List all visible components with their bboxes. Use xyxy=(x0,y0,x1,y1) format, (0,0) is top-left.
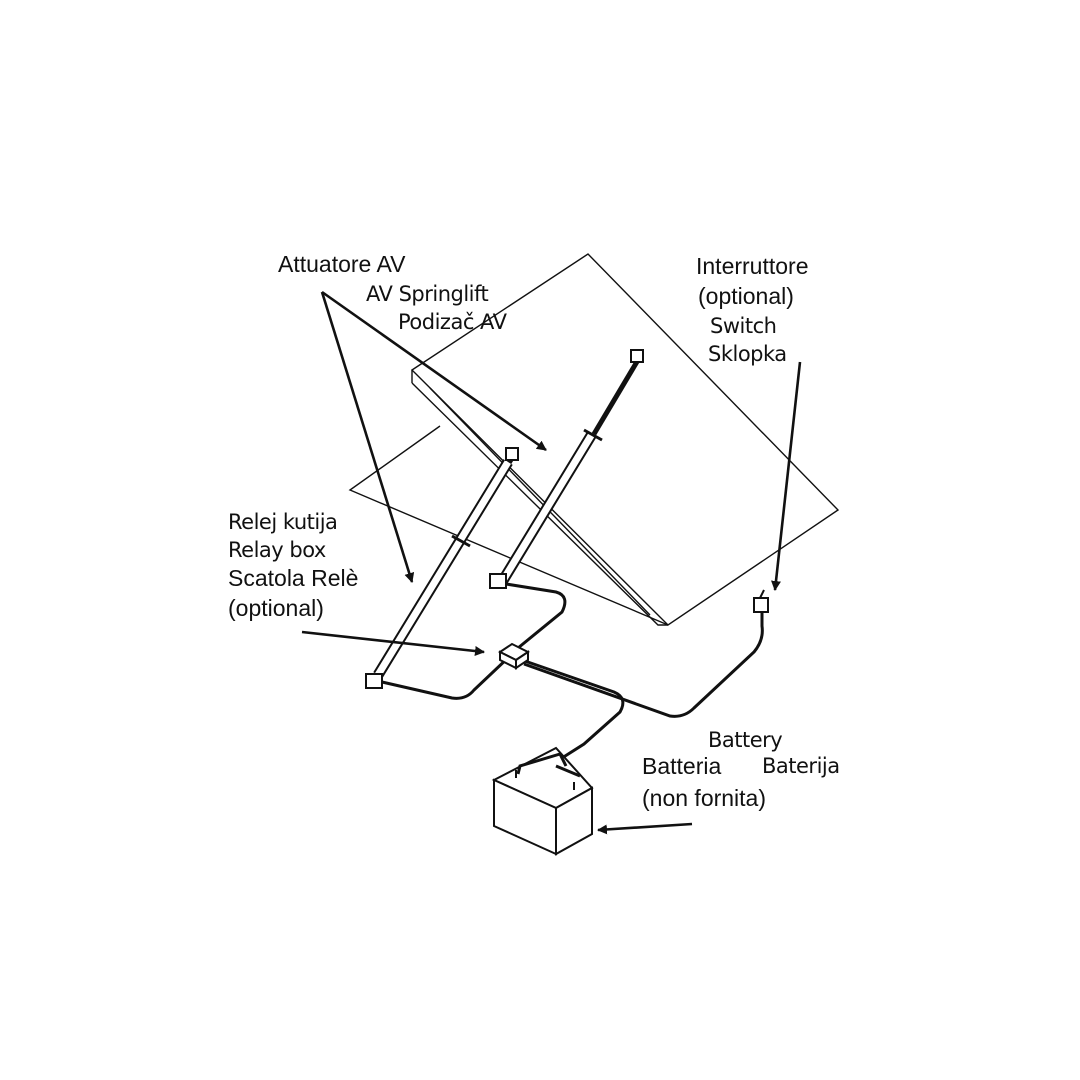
battery-label-note: (non fornita) xyxy=(642,785,767,811)
actuator-label-it: Attuatore AV xyxy=(278,251,406,277)
relay-box xyxy=(498,642,530,670)
switch-label-hr: Sklopka xyxy=(708,342,787,366)
hatch-panel xyxy=(410,253,840,626)
battery-label-en: Battery xyxy=(708,728,783,752)
switch-device xyxy=(753,589,769,613)
base-frame xyxy=(348,425,669,626)
actuator-left xyxy=(365,447,519,689)
actuator-label-en: AV Springlift xyxy=(366,282,489,306)
actuator-right xyxy=(489,349,644,589)
battery-label-it: Batteria xyxy=(642,753,722,779)
battery-label-hr: Baterija xyxy=(762,754,840,778)
relay-label-it: Scatola Relè xyxy=(228,565,359,591)
actuator-label-hr: Podizač AV xyxy=(398,310,507,334)
callout-arrows xyxy=(301,290,802,835)
switch-label-it: Interruttore xyxy=(696,253,809,279)
battery-box xyxy=(491,746,594,856)
relay-label-optional: (optional) xyxy=(228,595,324,621)
wiring xyxy=(381,582,764,760)
relay-label-en: Relay box xyxy=(228,538,326,562)
relay-label-hr: Relej kutija xyxy=(228,510,338,534)
switch-label-en: Switch xyxy=(710,314,777,338)
switch-label-optional: (optional) xyxy=(698,283,794,309)
